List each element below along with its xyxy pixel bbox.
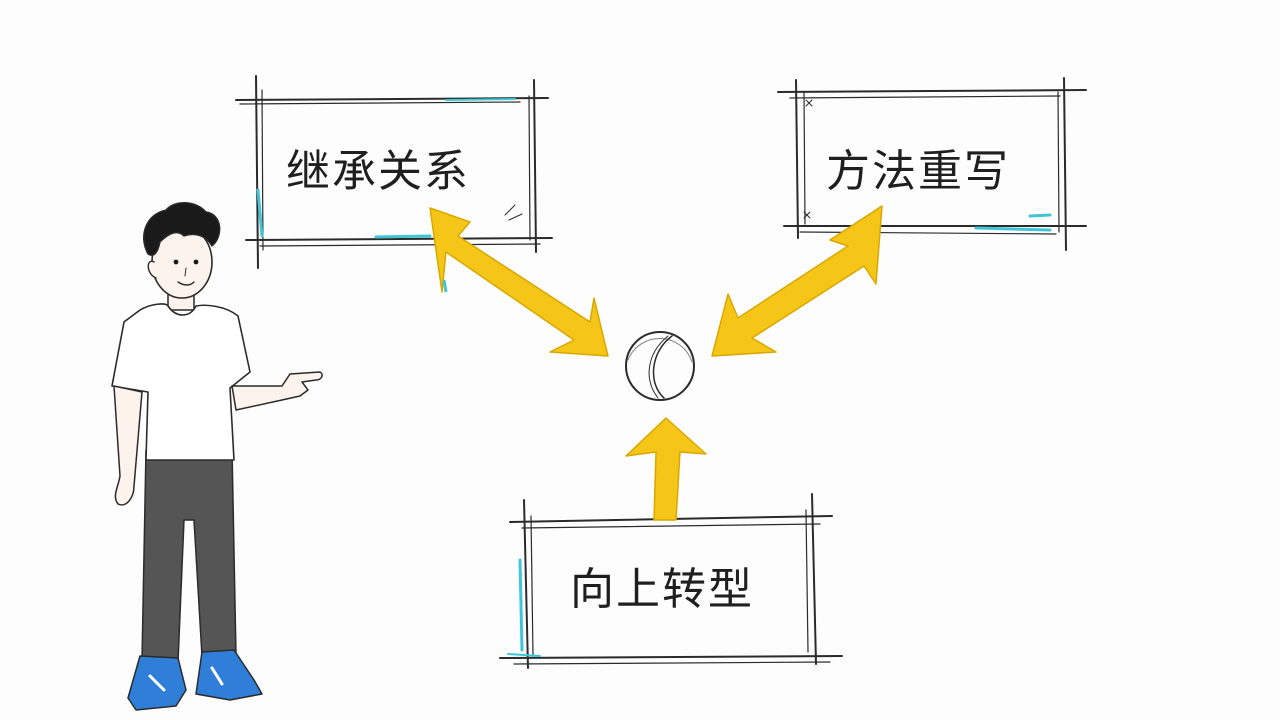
- shirt: [111, 303, 251, 461]
- box-label-override: 方法重写: [826, 146, 1010, 197]
- box-label-inheritance: 继承关系: [286, 146, 470, 197]
- arrow-upcast-to-center: [625, 417, 707, 521]
- pants: [141, 447, 237, 663]
- arrow-inheritance-to-center: [429, 207, 609, 357]
- box-inheritance: [235, 75, 553, 269]
- hair: [143, 202, 221, 256]
- arrow-override-to-center: [711, 205, 883, 357]
- box-label-upcast: 向上转型: [570, 564, 754, 615]
- person-pointing-icon: [111, 202, 323, 711]
- center-node: [625, 331, 695, 401]
- right-shoe: [195, 649, 263, 701]
